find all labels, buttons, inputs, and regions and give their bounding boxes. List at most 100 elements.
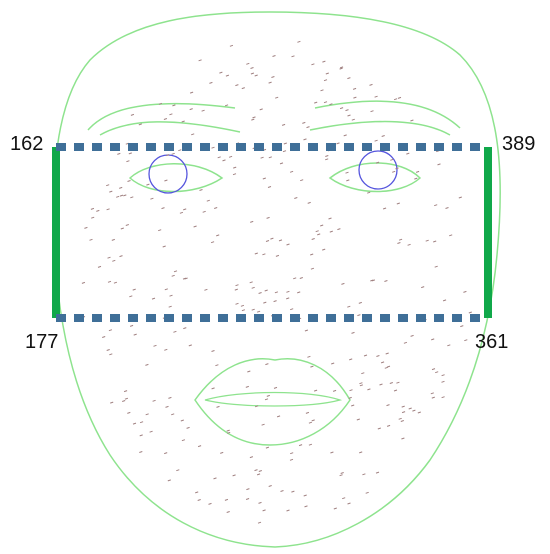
landmark-point [390,158,394,161]
landmark-point [323,101,328,104]
landmark-point [179,211,184,214]
top-right-label: 389 [502,133,535,155]
landmark-point [123,194,127,197]
landmark-point [108,329,113,332]
landmark-point [342,497,346,500]
landmark-point [345,171,349,174]
landmark-point [210,241,215,244]
landmark-point [281,123,286,126]
landmark-point [262,253,266,256]
landmark-point [164,348,168,351]
landmark-point [347,77,351,80]
landmark-point [268,485,272,487]
landmark-point [172,104,176,107]
landmark-point [414,177,418,180]
landmark-point [386,404,390,407]
landmark-point [369,83,373,86]
landmark-point [351,404,355,407]
landmark-point [250,220,254,223]
landmark-point [226,511,230,513]
landmark-point [181,120,185,123]
landmark-point [178,149,182,152]
landmark-point [216,405,220,408]
landmark-point [189,108,193,111]
landmark-point [193,225,197,228]
landmark-point [343,134,347,137]
landmark-point [204,288,208,291]
landmark-point [314,101,318,104]
landmark-point [435,371,439,374]
landmark-point [90,207,95,210]
landmark-point [278,239,283,242]
landmark-point [227,431,231,434]
landmark-point [222,159,226,162]
landmark-point [398,417,402,420]
landmark-point [124,397,129,400]
landmark-point [331,362,335,365]
landmark-point [129,324,134,327]
landmark-point [434,204,438,207]
landmark-point [241,87,245,90]
right-eyebrow [309,100,461,136]
landmark-point [113,281,118,284]
landmark-point [299,277,303,279]
landmark-point [250,67,254,69]
landmark-point [266,216,270,219]
landmark-point [251,308,255,311]
landmark-point [268,81,272,84]
landmark-point [130,113,135,116]
landmark-point [441,396,445,399]
landmark-point [320,89,324,92]
landmark-point [441,374,445,377]
landmark-point [258,501,262,504]
landmark-point [89,238,93,241]
landmark-point [273,386,278,389]
landmark-point [214,207,218,209]
landmark-point [317,233,321,236]
landmark-point [111,238,115,241]
landmark-point [254,469,258,472]
landmark-point [127,180,131,182]
landmark-point [122,400,126,402]
landmark-point [380,361,385,364]
landmark-point [395,167,399,170]
landmark-point [308,421,313,424]
landmark-point [106,184,110,187]
landmark-point [431,368,436,371]
landmark-point [145,413,149,416]
landmark-point [123,390,128,393]
landmark-point [195,491,199,494]
landmark-point [256,473,261,476]
landmark-point [245,498,250,500]
landmark-point [398,238,403,241]
landmark-point [110,401,114,404]
landmark-point [247,370,251,373]
landmark-point [401,411,406,414]
landmark-point [311,419,315,422]
landmark-point [151,297,156,300]
landmark-point [349,389,353,392]
landmark-point [464,339,468,342]
landmark-point [268,156,272,159]
left-eyebrow [87,102,241,136]
landmark-point [359,382,363,385]
landmark-point [322,248,326,251]
landmark-point [251,286,255,289]
landmark-point [304,329,309,332]
right-pupil-circle [358,150,398,190]
landmark-points [81,40,472,524]
landmark-point [232,474,236,477]
landmark-point [260,156,264,159]
landmark-point [339,474,343,477]
landmark-point [265,446,270,449]
landmark-point [262,177,266,180]
landmark-point [397,96,402,99]
landmark-point [186,426,190,429]
landmark-point [235,302,239,305]
landmark-point [306,126,310,129]
landmark-point [164,179,168,182]
landmark-point [181,439,186,442]
landmark-point [127,411,131,414]
landmark-point [262,509,266,512]
landmark-point [434,265,438,268]
